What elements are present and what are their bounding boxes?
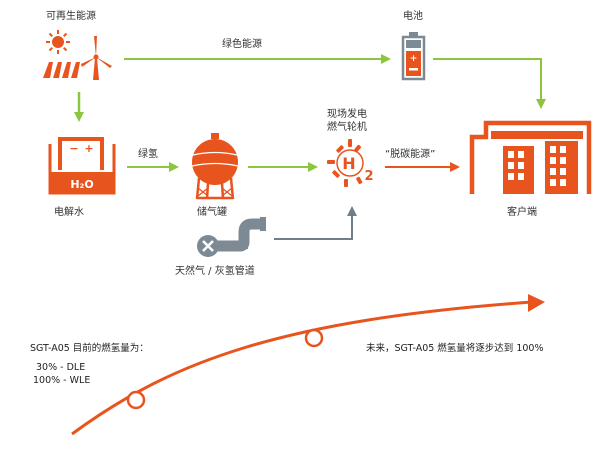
wind-turbine-icon <box>81 36 112 80</box>
current-capability-title: SGT-A05 目前的燃氢量为： <box>30 343 149 354</box>
turbine-label-line1: 现场发电 <box>327 109 367 120</box>
electrolysis-tank-icon: − + H₂O <box>48 137 116 195</box>
green-energy-edge-label: 绿色能源 <box>222 39 262 50</box>
svg-text:+: + <box>410 54 418 64</box>
renewable-energy-icon <box>43 30 112 80</box>
arrow-battery-to-customer <box>433 58 546 109</box>
h2-letter: H <box>342 154 355 173</box>
hydrogen-turbine-icon: H 2 <box>327 139 374 187</box>
renewable-energy-label: 可再生能源 <box>46 11 96 22</box>
pipeline-label: 天然气 / 灰氢管道 <box>175 266 255 277</box>
current-wle-value: 100% - WLE <box>33 375 91 386</box>
arrow-pipeline-to-turbine <box>274 206 357 240</box>
decarbonized-energy-edge-label: “脱碳能源” <box>385 149 436 160</box>
water-formula: H₂O <box>70 178 93 191</box>
customer-label: 客户端 <box>507 207 537 218</box>
h2-subscript: 2 <box>364 169 373 184</box>
current-milestone-marker <box>126 390 146 410</box>
solar-panel-icon <box>43 62 80 78</box>
svg-text:−: − <box>69 142 78 155</box>
current-dle-value: 30% - DLE <box>36 362 86 373</box>
pipeline-valve-icon <box>197 217 266 257</box>
battery-icon: + <box>401 32 426 81</box>
electrolysis-label: 电解水 <box>54 207 84 218</box>
future-capability-text: 未来，SGT-A05 燃氢量将逐步达到 100% <box>366 343 544 354</box>
storage-tank-label: 储气罐 <box>197 207 227 218</box>
green-hydrogen-edge-label: 绿氢 <box>138 149 158 160</box>
sun-icon <box>46 30 70 54</box>
turbine-label-line2: 燃气轮机 <box>327 122 367 133</box>
mid-milestone-marker <box>304 328 324 348</box>
battery-label: 电池 <box>403 11 423 22</box>
customer-factory-icon <box>469 120 592 194</box>
hydrogen-progress-curve <box>71 294 545 436</box>
storage-tank-icon <box>191 133 239 200</box>
svg-text:+: + <box>84 142 93 155</box>
